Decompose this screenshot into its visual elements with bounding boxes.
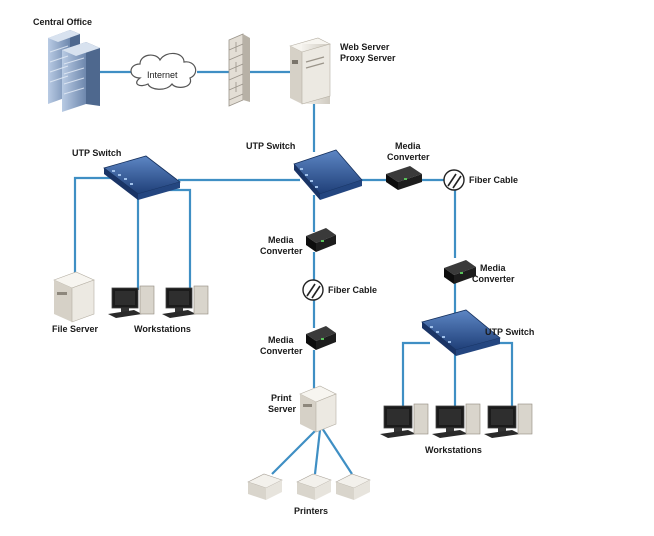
media-converter-right-label-1: Media: [480, 263, 507, 273]
print-server-icon: [299, 385, 337, 433]
workstation-left-2-icon: [162, 285, 209, 318]
link-right-switch-ws1: [401, 341, 430, 408]
workstation-right-2-icon: [432, 403, 481, 438]
media-converter-mid-label-2: Converter: [260, 246, 303, 256]
fiber-cable-center-label: Fiber Cable: [328, 285, 377, 295]
media-converter-low-label-2: Converter: [260, 346, 303, 356]
central-office-icon: [48, 30, 100, 112]
utp-switch-center-label: UTP Switch: [246, 141, 295, 151]
utp-switch-right-label: UTP Switch: [485, 327, 534, 337]
link-left-switch-fileserver: [73, 176, 112, 278]
link-right-switch-ws3: [490, 341, 514, 408]
utp-switch-left-label: UTP Switch: [72, 148, 121, 158]
print-server-label-2: Server: [268, 404, 297, 414]
fiber-cable-right-icon: [443, 169, 465, 191]
fiber-cable-center-icon: [302, 279, 324, 301]
firewall-icon: [228, 33, 250, 107]
media-converter-low-icon: [306, 326, 336, 350]
printer-3-icon: [335, 473, 371, 500]
printer-1-icon: [247, 473, 283, 500]
workstation-left-1-icon: [108, 285, 155, 318]
web-server-label: Web Server: [340, 42, 390, 52]
internet-cloud-icon: [130, 52, 197, 90]
media-converter-mid-label-1: Media: [268, 235, 295, 245]
utp-switch-center-icon: [293, 149, 363, 200]
link-printserver-printer1: [271, 427, 319, 475]
media-converter-mid-icon: [306, 228, 336, 252]
media-converter-top-label-2: Converter: [387, 152, 430, 162]
workstation-right-1-icon: [380, 403, 429, 438]
central-office-label: Central Office: [33, 17, 92, 27]
media-converter-low-label-1: Media: [268, 335, 295, 345]
workstation-right-3-icon: [484, 403, 533, 438]
media-converter-right-label-2: Converter: [472, 274, 515, 284]
internet-label: Internet: [147, 70, 178, 80]
file-server-label: File Server: [52, 324, 99, 334]
printers-label: Printers: [294, 506, 328, 516]
print-server-label-1: Print: [271, 393, 292, 403]
proxy-server-label: Proxy Server: [340, 53, 396, 63]
web-proxy-server-icon: [289, 37, 331, 105]
fiber-cable-right-label: Fiber Cable: [469, 175, 518, 185]
media-converter-right-icon: [444, 260, 476, 284]
workstations-right-label: Workstations: [425, 445, 482, 455]
media-converter-top-icon: [386, 166, 422, 190]
link-left-switch-ws2: [164, 188, 192, 290]
file-server-icon: [53, 271, 95, 323]
utp-switch-left-icon: [103, 155, 181, 200]
workstations-left-label: Workstations: [134, 324, 191, 334]
link-printserver-printer3: [321, 427, 353, 475]
printer-2-icon: [296, 473, 332, 500]
utp-switch-right-icon: [421, 309, 501, 356]
link-printserver-printer2: [313, 429, 322, 475]
media-converter-top-label-1: Media: [395, 141, 422, 151]
